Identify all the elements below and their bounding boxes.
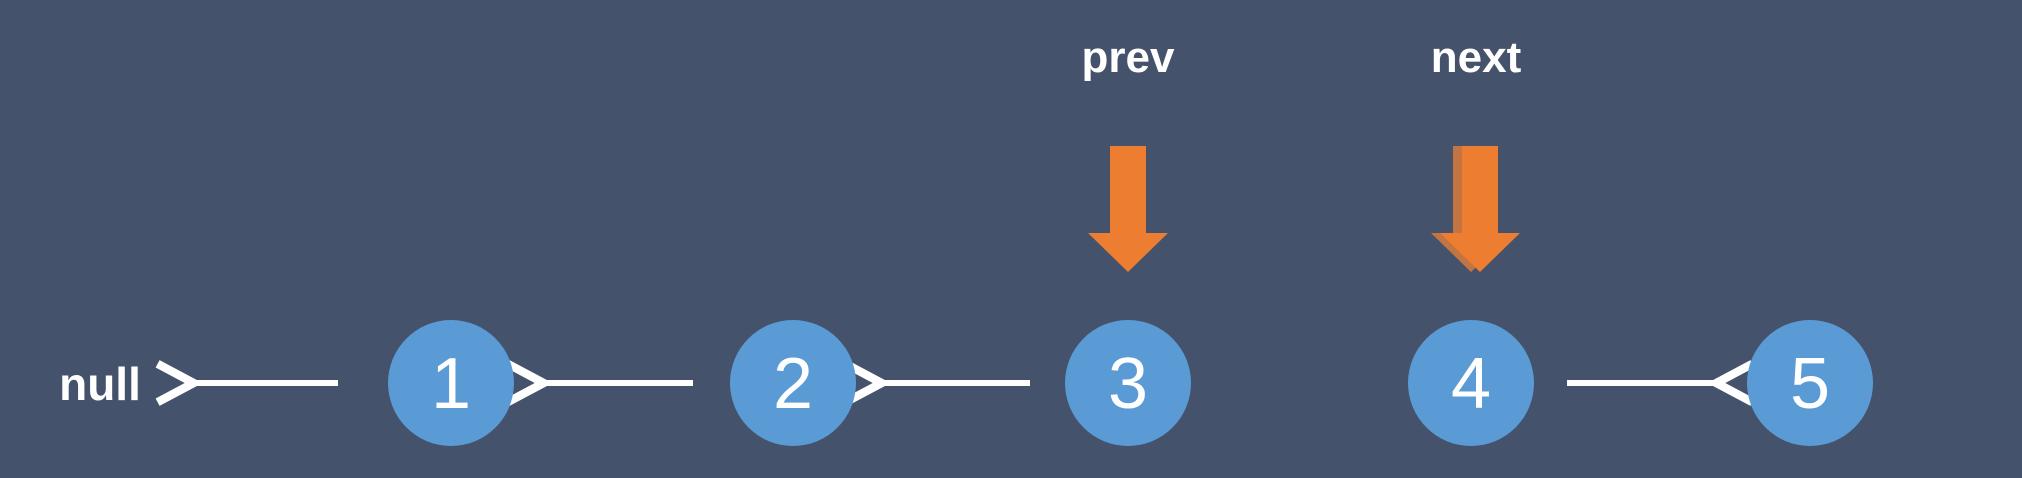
node-5: 5 xyxy=(1747,320,1873,446)
node-value: 4 xyxy=(1451,344,1491,424)
node-value: 1 xyxy=(431,344,471,424)
node-1: 1 xyxy=(388,320,514,446)
prev-label: prev xyxy=(1082,33,1175,82)
node-value: 2 xyxy=(773,344,813,424)
node-2: 2 xyxy=(730,320,856,446)
node-4: 4 xyxy=(1408,320,1534,446)
node-value: 3 xyxy=(1108,344,1148,424)
node-value: 5 xyxy=(1790,344,1830,424)
prev-pointer-arrow-icon xyxy=(1088,146,1168,272)
next-pointer-arrow-icon xyxy=(1440,146,1520,272)
next-label: next xyxy=(1431,33,1522,82)
null-label: null xyxy=(59,358,141,410)
node-3: 3 xyxy=(1065,320,1191,446)
